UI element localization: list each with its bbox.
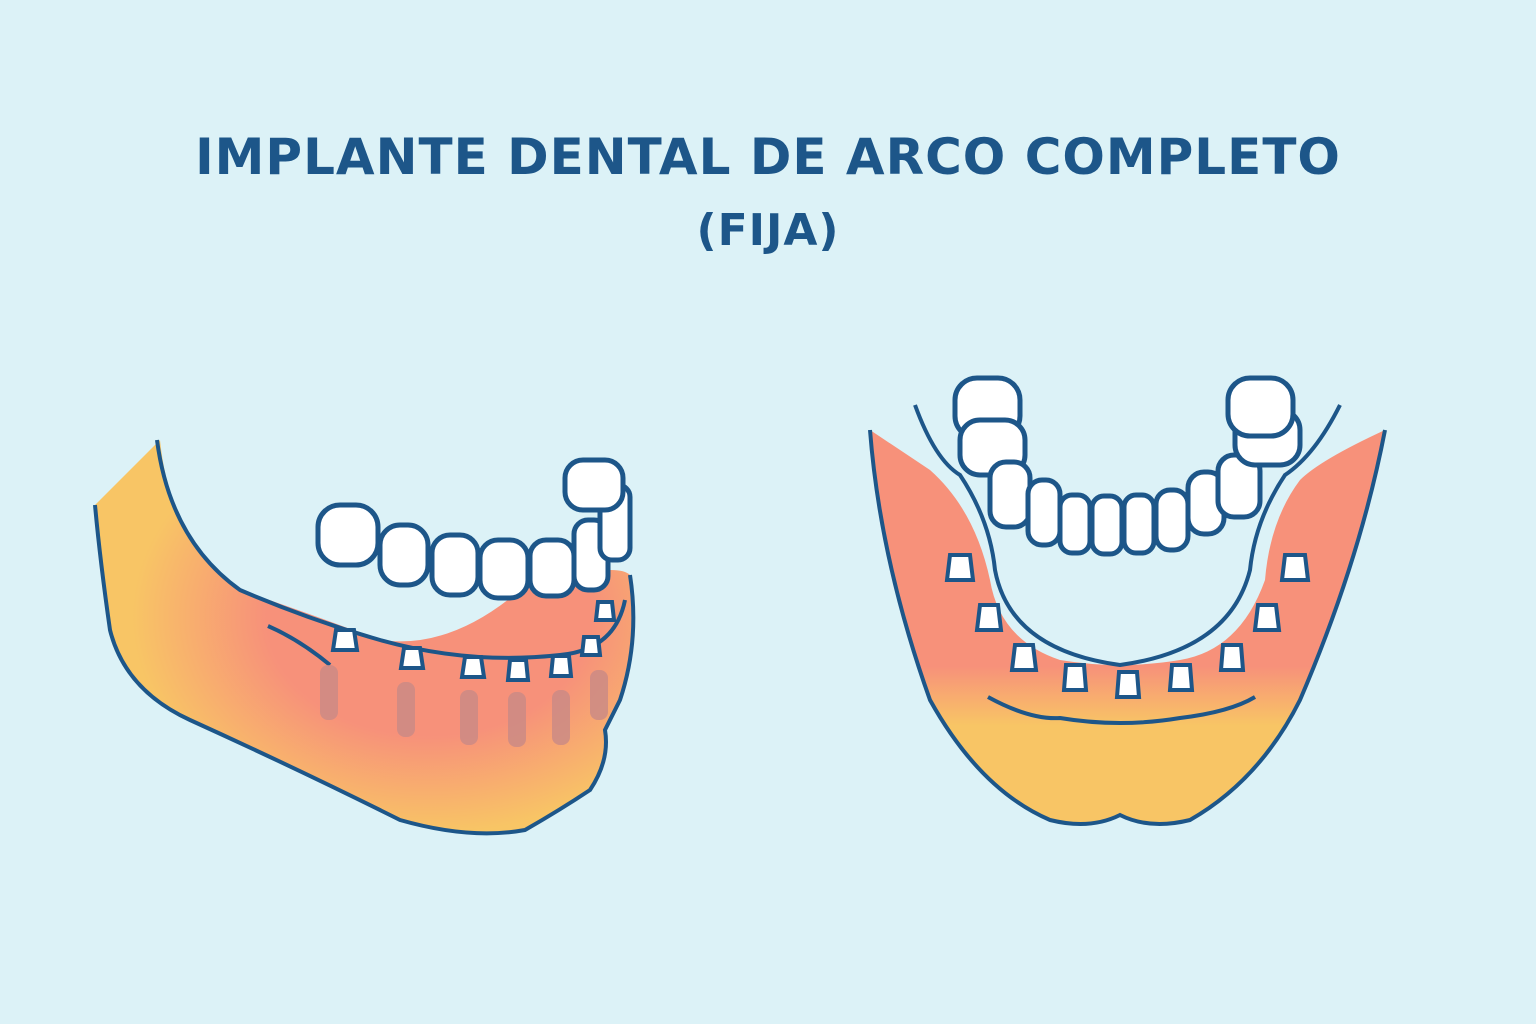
title-line-2: (FIJA) (696, 205, 840, 256)
top-view-jaw (868, 375, 1387, 826)
teeth-bridge-top (952, 375, 1303, 557)
title-line-1: IMPLANTE DENTAL DE ARCO COMPLETO (195, 128, 1341, 186)
implant-abutments-top (944, 553, 1311, 699)
teeth-bridge-side (315, 457, 633, 601)
implant-abutments-side (330, 600, 617, 682)
side-view-jaw (93, 439, 636, 836)
